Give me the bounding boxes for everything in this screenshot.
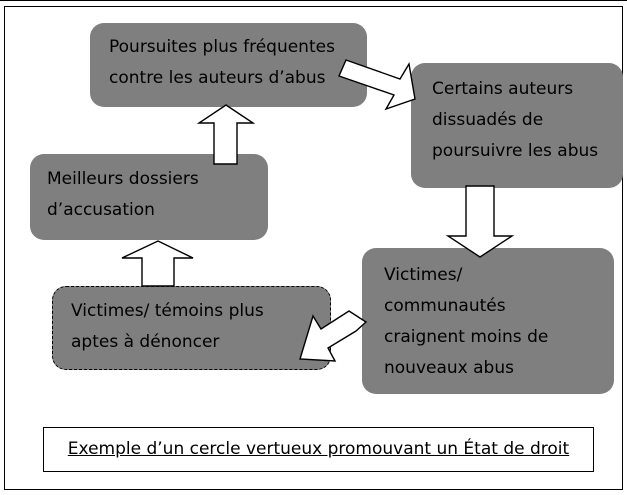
figure-caption: Exemple d’un cercle vertueux promouvant … xyxy=(67,439,570,459)
node-dossiers-label: Meilleurs dossiers d’accusation xyxy=(47,169,199,220)
caption-box: Exemple d’un cercle vertueux promouvant … xyxy=(43,427,594,472)
top-border-line xyxy=(0,0,627,1)
node-communautes-label: Victimes/ communautés craignent moins de… xyxy=(384,265,549,378)
figure-frame xyxy=(4,6,623,490)
arrow-dossiers-to-poursuites xyxy=(196,104,256,165)
arrow-dissuades-to-communautes xyxy=(445,185,515,258)
arrow-communautes-to-temoins xyxy=(299,310,368,362)
arrow-poursuites-to-dissuades xyxy=(338,59,416,111)
node-dissuades-label: Certains auteurs dissuadés de poursuivre… xyxy=(432,79,599,161)
node-victimes-communautes: Victimes/ communautés craignent moins de… xyxy=(362,248,614,394)
arrow-temoins-to-dossiers xyxy=(121,240,194,287)
node-victimes-temoins: Victimes/ témoins plus aptes à dénoncer xyxy=(52,286,331,370)
node-poursuites-label: Poursuites plus fréquentes contre les au… xyxy=(109,37,335,88)
node-meilleurs-dossiers: Meilleurs dossiers d’accusation xyxy=(30,154,268,240)
node-poursuites-plus-frequentes: Poursuites plus fréquentes contre les au… xyxy=(90,23,367,107)
node-temoins-label: Victimes/ témoins plus aptes à dénoncer xyxy=(71,301,264,352)
node-auteurs-dissuades: Certains auteurs dissuadés de poursuivre… xyxy=(411,63,623,188)
